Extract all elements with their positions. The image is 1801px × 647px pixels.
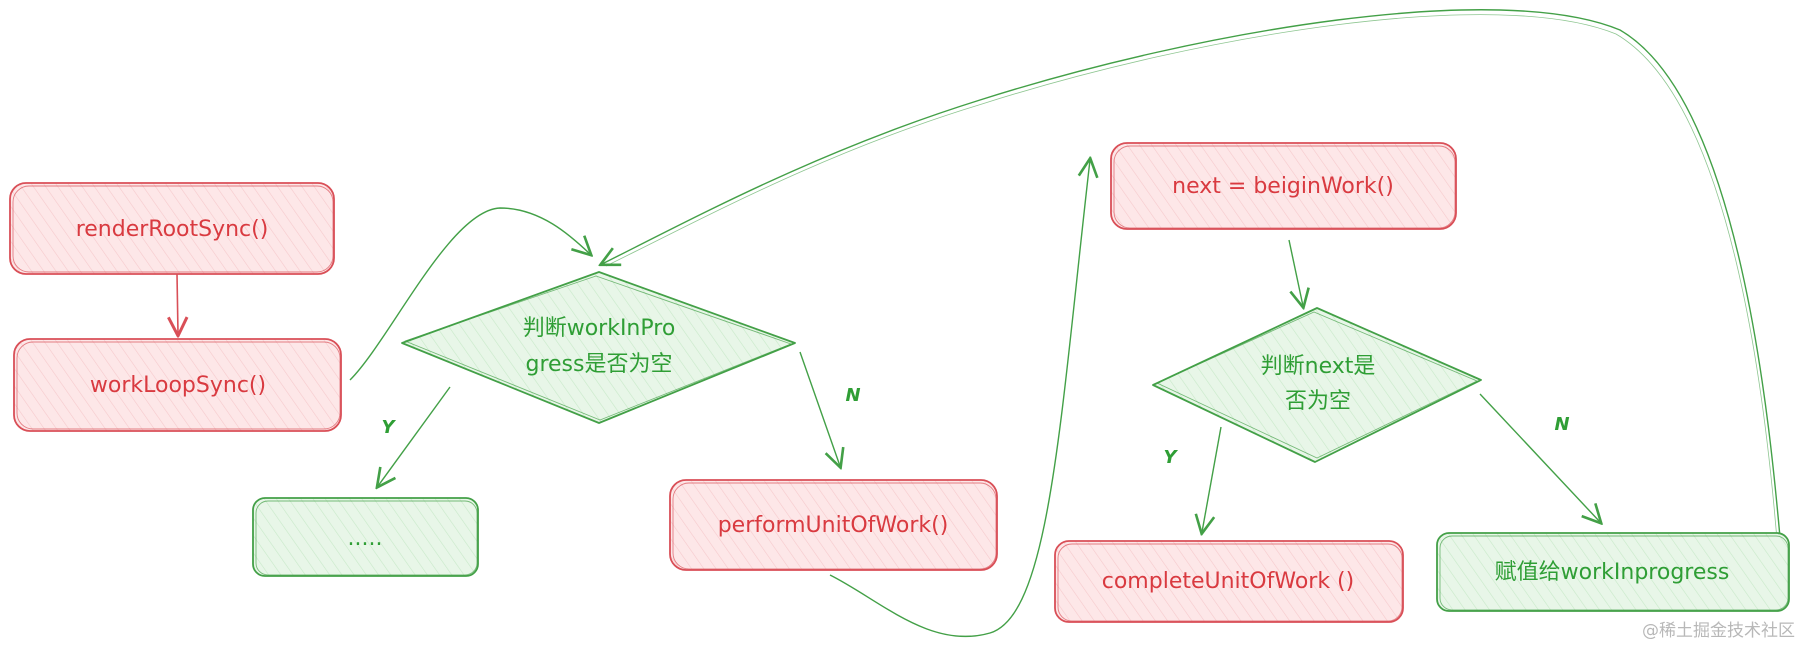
edge-begin-to-check-next xyxy=(1288,239,1303,306)
node-work-loop-sync-label: workLoopSync() xyxy=(90,373,266,398)
node-complete-unit-label: completeUnitOfWork () xyxy=(1102,569,1354,594)
node-perform-unit-label: performUnitOfWork() xyxy=(718,513,949,538)
edge-label-next-no: N xyxy=(1554,414,1569,435)
node-check-wip-line1: 判断workInPro xyxy=(523,316,676,341)
node-check-wip-line2: gress是否为空 xyxy=(526,352,673,377)
edge-render-to-workloop xyxy=(177,273,178,334)
edge-label-wip-no: N xyxy=(845,385,860,406)
edge-assign-to-check xyxy=(602,9,1783,561)
node-ellipsis-label: ..... xyxy=(348,526,383,551)
watermark: @稀土掘金技术社区 xyxy=(1642,621,1795,641)
node-assign-work-in-progress: 赋值给workInprogress xyxy=(1436,532,1790,612)
node-render-root-sync: renderRootSync() xyxy=(9,182,335,275)
edge-perform-to-begin xyxy=(829,160,1090,638)
node-begin-work: next = beiginWork() xyxy=(1110,142,1457,230)
node-complete-unit-of-work: completeUnitOfWork () xyxy=(1054,540,1404,623)
node-begin-work-label: next = beiginWork() xyxy=(1172,174,1394,199)
edge-check-no xyxy=(799,351,840,466)
edge-check-yes xyxy=(378,386,451,486)
node-check-next: 判断next是 否为空 xyxy=(1152,307,1482,463)
node-work-loop-sync: workLoopSync() xyxy=(13,338,342,432)
edge-label-wip-yes: Y xyxy=(381,417,396,438)
edge-next-yes xyxy=(1202,426,1222,532)
edge-label-next-yes: Y xyxy=(1163,447,1178,468)
node-check-next-line2: 否为空 xyxy=(1285,389,1351,414)
node-check-work-in-progress: 判断workInPro gress是否为空 xyxy=(401,271,796,424)
node-render-root-sync-label: renderRootSync() xyxy=(76,217,269,242)
node-perform-unit-of-work: performUnitOfWork() xyxy=(669,479,998,571)
node-assign-wip-label: 赋值给workInprogress xyxy=(1495,560,1730,585)
edge-workloop-to-check xyxy=(349,207,590,381)
node-check-next-line1: 判断next是 xyxy=(1261,354,1376,379)
edges xyxy=(177,9,1783,638)
node-ellipsis: ..... xyxy=(252,497,479,577)
edge-next-no xyxy=(1479,393,1600,522)
